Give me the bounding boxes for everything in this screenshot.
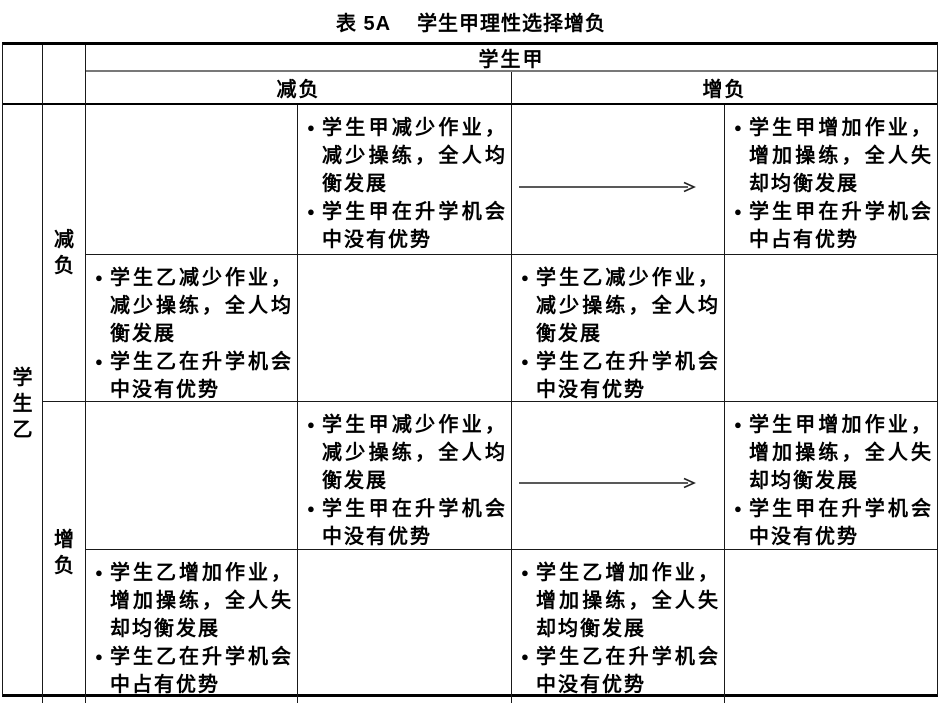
bullet-icon: ● (734, 204, 742, 219)
payoff-b-zeng-jian: ● 学生乙增加作业，增加操练，全人失却均衡发展 ● 学生乙在升学机会中占有优势 (86, 550, 298, 703)
bullet-icon: ● (521, 649, 529, 664)
bullet-icon: ● (307, 417, 315, 432)
payoff-text: 学生甲在升学机会中没有优势 (322, 498, 507, 548)
table-title: 表 5A 学生甲理性选择增负 (0, 7, 942, 36)
rightward-arrow-icon (519, 477, 696, 488)
bullet-icon: ● (734, 501, 742, 516)
payoff-item: ● 学生乙在升学机会中占有优势 (95, 643, 293, 699)
empty-cell (86, 105, 298, 255)
column-strategy-jianfu: 减负 (86, 72, 512, 105)
payoff-text: 学生乙减少作业，减少操练，全人均衡发展 (110, 267, 293, 345)
bullet-icon: ● (521, 565, 529, 580)
arrow-cell-row1 (512, 105, 725, 255)
payoff-item: ● 学生乙在升学机会中没有优势 (521, 643, 720, 699)
row-player-label: 学生乙 (3, 105, 43, 703)
row-strategy-jianfu-text: 减负 (54, 229, 74, 277)
bullet-icon: ● (307, 501, 315, 516)
payoff-item: ● 学生甲增加作业，增加操练，全人失却均衡发展 (734, 411, 933, 495)
bullet-icon: ● (95, 354, 103, 369)
empty-cell (298, 550, 512, 703)
rightward-arrow-icon (519, 181, 696, 192)
payoff-b-jian-zeng: ● 学生乙减少作业，减少操练，全人均衡发展 ● 学生乙在升学机会中没有优势 (512, 255, 725, 402)
payoff-text: 学生甲在升学机会中占有优势 (749, 201, 933, 251)
bullet-icon: ● (307, 204, 315, 219)
row-strategy-zengfu: 增负 (43, 402, 86, 703)
corner-cell-inner (43, 45, 86, 105)
payoff-item: ● 学生甲在升学机会中没有优势 (307, 495, 507, 551)
payoff-text: 学生乙减少作业，减少操练，全人均衡发展 (536, 267, 720, 345)
column-strategy-zengfu: 增负 (512, 72, 937, 105)
payoff-text: 学生乙增加作业，增加操练，全人失却均衡发展 (110, 562, 293, 640)
payoff-item: ● 学生乙在升学机会中没有优势 (95, 348, 293, 404)
payoff-text: 学生甲减少作业，减少操练，全人均衡发展 (322, 414, 507, 492)
bullet-icon: ● (521, 270, 529, 285)
table-number: 表 5A (335, 13, 392, 35)
row-strategy-jianfu: 减负 (43, 105, 86, 402)
payoff-b-zeng-zeng: ● 学生乙增加作业，增加操练，全人失却均衡发展 ● 学生乙在升学机会中没有优势 (512, 550, 725, 703)
payoff-item: ● 学生乙在升学机会中没有优势 (521, 348, 720, 404)
column-player-header: 学生甲 (86, 45, 937, 72)
empty-cell (86, 402, 298, 550)
corner-cell-outer (3, 45, 43, 105)
payoff-text: 学生甲增加作业，增加操练，全人失却均衡发展 (749, 117, 933, 195)
payoff-item: ● 学生甲减少作业，减少操练，全人均衡发展 (307, 411, 507, 495)
bullet-icon: ● (95, 270, 103, 285)
empty-cell (725, 255, 937, 402)
empty-cell (725, 550, 937, 703)
payoff-item: ● 学生甲减少作业，减少操练，全人均衡发展 (307, 114, 507, 198)
payoff-item: ● 学生乙减少作业，减少操练，全人均衡发展 (95, 264, 293, 348)
payoff-text: 学生甲增加作业，增加操练，全人失却均衡发展 (749, 414, 933, 492)
payoff-a-zeng-zeng: ● 学生甲增加作业，增加操练，全人失却均衡发展 ● 学生甲在升学机会中没有优势 (725, 402, 937, 550)
payoff-text: 学生乙在升学机会中没有优势 (110, 351, 293, 401)
payoff-text: 学生乙在升学机会中占有优势 (110, 646, 293, 696)
payoff-item: ● 学生甲在升学机会中没有优势 (734, 495, 933, 551)
bullet-icon: ● (95, 565, 103, 580)
payoff-text: 学生乙在升学机会中没有优势 (536, 351, 720, 401)
bullet-icon: ● (734, 417, 742, 432)
payoff-item: ● 学生乙增加作业，增加操练，全人失却均衡发展 (521, 559, 720, 643)
payoff-text: 学生乙在升学机会中没有优势 (536, 646, 720, 696)
payoff-b-jian-jian: ● 学生乙减少作业，减少操练，全人均衡发展 ● 学生乙在升学机会中没有优势 (86, 255, 298, 402)
payoff-item: ● 学生乙增加作业，增加操练，全人失却均衡发展 (95, 559, 293, 643)
bullet-icon: ● (734, 120, 742, 135)
payoff-text: 学生甲在升学机会中没有优势 (749, 498, 933, 548)
row-player-text: 学生乙 (12, 367, 33, 441)
bullet-icon: ● (521, 354, 529, 369)
arrow-cell-row2 (512, 402, 725, 550)
payoff-text: 学生甲减少作业，减少操练，全人均衡发展 (322, 117, 507, 195)
payoff-a-jian-jian: ● 学生甲减少作业，减少操练，全人均衡发展 ● 学生甲在升学机会中没有优势 (298, 105, 512, 255)
payoff-matrix-table: 学生甲 减负 增负 学生乙 减负 增负 ● 学生甲减少作业，减少操练，全人均衡发… (2, 42, 938, 703)
payoff-text: 学生甲在升学机会中没有优势 (322, 201, 507, 251)
payoff-item: ● 学生甲在升学机会中没有优势 (307, 198, 507, 254)
payoff-item: ● 学生甲在升学机会中占有优势 (734, 198, 933, 254)
bullet-icon: ● (95, 649, 103, 664)
table-title-text: 学生甲理性选择增负 (417, 13, 607, 35)
bullet-icon: ● (307, 120, 315, 135)
payoff-text: 学生乙增加作业，增加操练，全人失却均衡发展 (536, 562, 720, 640)
row-strategy-zengfu-text: 增负 (54, 528, 74, 577)
payoff-a-jian-zeng: ● 学生甲增加作业，增加操练，全人失却均衡发展 ● 学生甲在升学机会中占有优势 (725, 105, 937, 255)
payoff-item: ● 学生甲增加作业，增加操练，全人失却均衡发展 (734, 114, 933, 198)
payoff-a-zeng-jian: ● 学生甲减少作业，减少操练，全人均衡发展 ● 学生甲在升学机会中没有优势 (298, 402, 512, 550)
payoff-item: ● 学生乙减少作业，减少操练，全人均衡发展 (521, 264, 720, 348)
empty-cell (298, 255, 512, 402)
